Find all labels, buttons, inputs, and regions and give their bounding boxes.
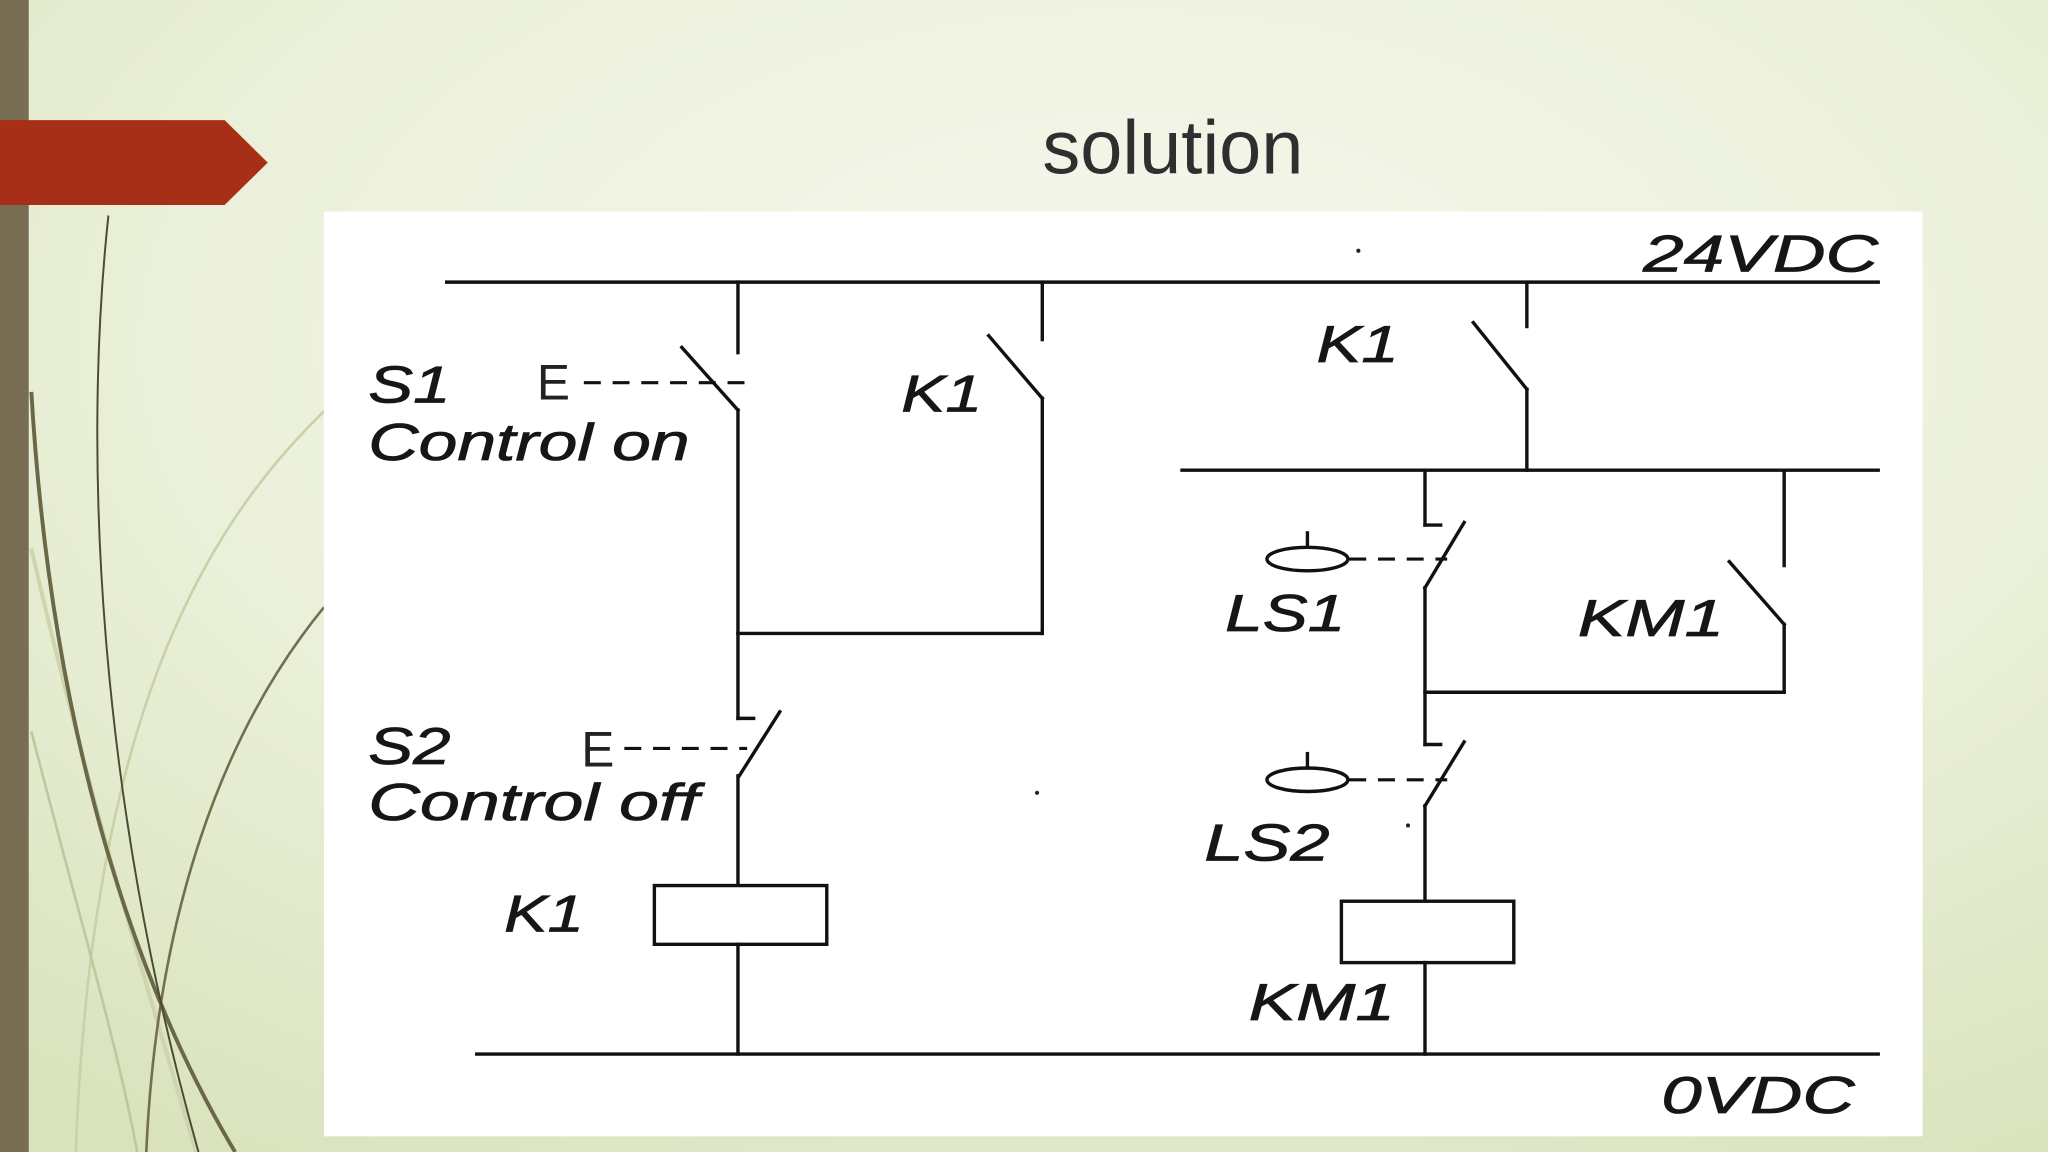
rung-motor-contactor: K1 LS1 KM1 — [1180, 280, 1880, 1056]
speck — [1356, 248, 1361, 253]
s2-contact-blade — [736, 709, 783, 779]
k1-load-contact-label: K1 — [1317, 316, 1399, 374]
diagram-panel — [323, 211, 1923, 1137]
negative-rail-label: 0VDC — [1661, 1067, 1855, 1125]
grass-stroke — [96, 215, 200, 1152]
km1-coil-symbol — [1339, 899, 1516, 965]
k1-holding-contact-blade — [986, 333, 1045, 401]
positive-rail-label: 24VDC — [1642, 226, 1879, 284]
k1-holding-contact-label: K1 — [901, 365, 982, 423]
ls1-contact-blade — [1422, 520, 1467, 591]
k1-coil: K1 — [504, 883, 829, 947]
ls1-label: LS1 — [1225, 585, 1345, 643]
image-specks — [1034, 248, 1411, 828]
ls2-limit-switch-nc: LS2 — [1204, 739, 1467, 873]
grass-stroke — [74, 410, 325, 1152]
s1-tag: S1 — [368, 356, 450, 414]
speck — [1034, 790, 1040, 795]
s1-pushbutton-no: E S1 Control on — [368, 345, 748, 472]
rung-control-relay: E S1 Control on K1 E S2 Control o — [368, 280, 1045, 1056]
k1-coil-label: K1 — [504, 885, 584, 943]
s2-description: Control off — [368, 774, 706, 832]
title-accent-arrow-icon — [0, 120, 268, 206]
s2-pushbutton-nc: E S2 Control off — [368, 709, 783, 833]
slide-title: solution — [1042, 106, 1303, 191]
power-rails: 24VDC 0VDC — [444, 225, 1880, 1125]
grass-stroke — [29, 391, 237, 1152]
km1-coil: KM1 — [1248, 899, 1516, 1032]
grass-stroke — [30, 731, 139, 1152]
s1-description: Control on — [368, 414, 689, 472]
km1-holding-contact: KM1 — [1577, 468, 1787, 694]
ls1-limit-switch-nc: LS1 — [1225, 520, 1467, 643]
ladder-diagram: 24VDC 0VDC E S1 Control on K1 — [368, 225, 1880, 1125]
km1-holding-contact-blade — [1726, 559, 1787, 627]
k1-load-contact-blade — [1470, 320, 1530, 392]
ls2-label: LS2 — [1204, 815, 1329, 873]
s1-contact-blade — [679, 345, 741, 413]
s2-actuator-symbol: E — [581, 722, 614, 778]
s2-tag: S2 — [368, 718, 450, 776]
grass-stroke — [144, 606, 325, 1152]
k1-load-contact: K1 — [1316, 280, 1530, 472]
ls2-contact-blade — [1422, 739, 1467, 809]
k1-coil-symbol — [652, 883, 829, 947]
decorative-grass-strokes — [29, 215, 325, 1152]
k1-holding-contact: K1 — [901, 280, 1045, 636]
km1-holding-contact-label: KM1 — [1578, 590, 1724, 648]
speck — [1405, 823, 1411, 828]
km1-coil-label: KM1 — [1249, 974, 1395, 1032]
s1-actuator-symbol: E — [537, 355, 570, 411]
